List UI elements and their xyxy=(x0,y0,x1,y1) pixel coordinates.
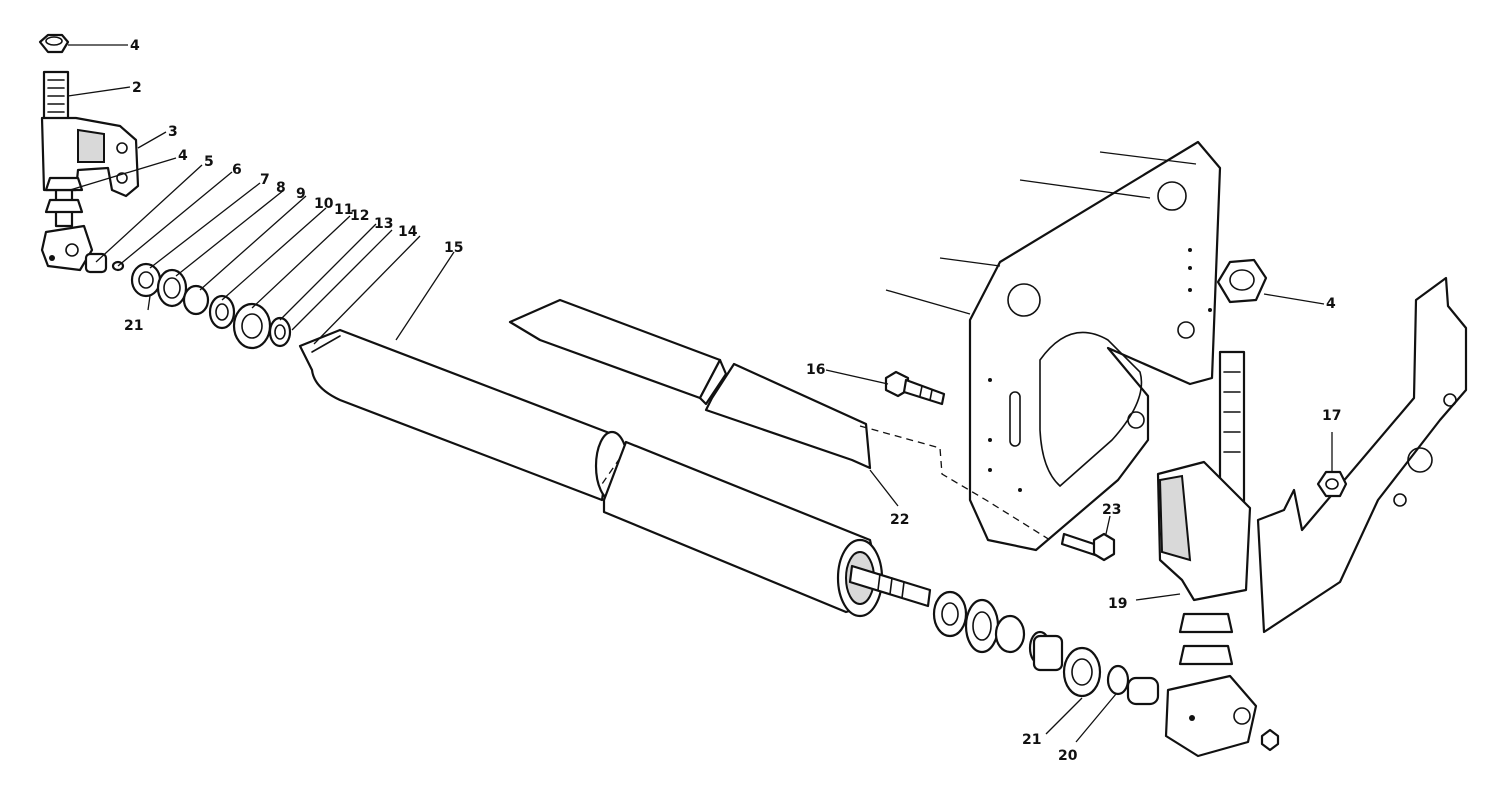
callout-11: 11 xyxy=(334,202,353,218)
callout-12: 12 xyxy=(350,208,369,224)
roller-shield xyxy=(508,298,872,470)
callout-6: 6 xyxy=(232,162,242,178)
callout-19: 19 xyxy=(1108,596,1127,612)
callout-14: 14 xyxy=(398,224,418,240)
callout-10: 10 xyxy=(314,196,334,212)
left-height-adjuster xyxy=(38,33,140,272)
right-shaft xyxy=(848,564,932,608)
callout-labels: 4 2 3 4 5 6 7 8 9 10 11 12 13 14 15 21 4… xyxy=(124,38,1341,764)
callout-3: 3 xyxy=(168,124,178,140)
callout-4-right: 4 xyxy=(1326,296,1336,312)
right-bearing-stack xyxy=(932,590,1280,752)
callout-20: 20 xyxy=(1058,748,1078,764)
callout-15: 15 xyxy=(444,240,463,256)
callout-21-left: 21 xyxy=(124,318,143,334)
right-height-adjuster xyxy=(1156,350,1258,758)
left-bearing-stack xyxy=(84,252,292,350)
callout-4-left: 4 xyxy=(178,148,188,164)
callout-4-top: 4 xyxy=(130,38,140,54)
routing-path xyxy=(859,425,1051,541)
callout-17: 17 xyxy=(1322,408,1341,424)
small-nut xyxy=(1316,470,1348,498)
frame-lines xyxy=(885,151,1197,315)
right-nut xyxy=(1216,258,1268,304)
callout-7: 7 xyxy=(260,172,270,188)
callout-16: 16 xyxy=(806,362,825,378)
callout-21-right: 21 xyxy=(1022,732,1041,748)
callout-9: 9 xyxy=(296,186,306,202)
right-mounting-bracket xyxy=(1256,276,1468,634)
leader-lines xyxy=(67,44,1333,743)
roller-tube xyxy=(298,328,884,618)
callout-5: 5 xyxy=(204,154,214,170)
bolt-16 xyxy=(884,370,946,406)
callout-8: 8 xyxy=(276,180,286,196)
callout-2: 2 xyxy=(132,80,142,96)
side-plate xyxy=(968,140,1222,552)
bolt-23 xyxy=(1060,532,1116,562)
routing-path-2 xyxy=(601,457,621,485)
callout-22: 22 xyxy=(890,512,909,528)
callout-23: 23 xyxy=(1102,502,1121,518)
callout-13: 13 xyxy=(374,216,393,232)
